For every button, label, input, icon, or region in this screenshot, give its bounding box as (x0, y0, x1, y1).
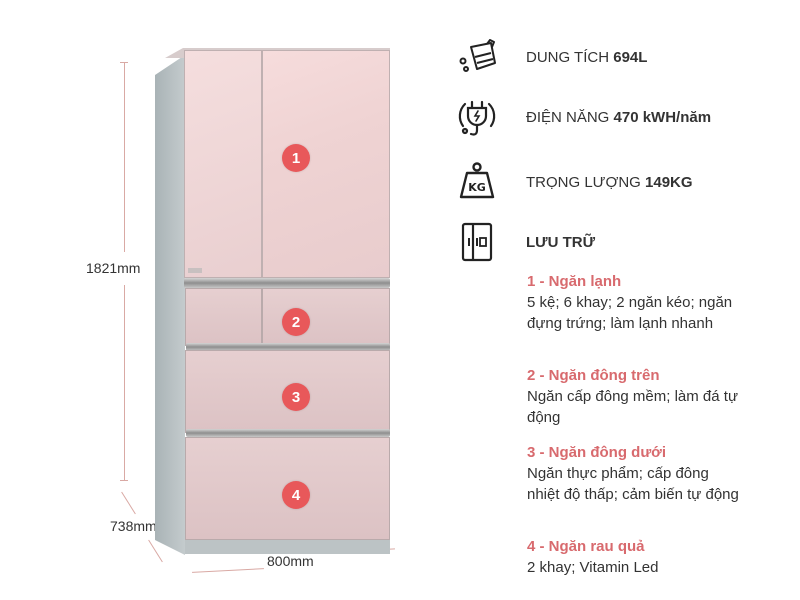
fridge-door-handle (184, 278, 390, 288)
spec-weight-text: TRỌNG LƯỢNG 149KG (526, 173, 693, 191)
fridge-storage-icon (455, 220, 499, 264)
storage-section-2-body: Ngăn cấp đông mềm; làm đá tự động (527, 388, 738, 426)
height-dimension-label: 1821mm (86, 260, 141, 276)
spec-capacity-text: DUNG TÍCH 694L (526, 48, 648, 66)
weight-kg-icon: KG (455, 160, 499, 204)
height-dimension-cap-bottom (120, 480, 128, 481)
depth-dimension-line-bottom (148, 539, 163, 563)
storage-section-3: 3 - Ngăn đông dưới Ngăn thực phẩm; cấp đ… (527, 444, 787, 505)
fridge-right-door (262, 50, 390, 278)
height-dimension-line-top (124, 62, 125, 252)
storage-section-3-title: 3 - Ngăn đông dưới (527, 444, 667, 461)
vegetable-drawer-handle (186, 429, 390, 437)
storage-section-1: 1 - Ngăn lạnh 5 kệ; 6 khay; 2 ngăn kéo; … (527, 273, 787, 334)
compartment-badge-1: 1 (282, 144, 310, 172)
storage-section-1-title: 1 - Ngăn lạnh (527, 273, 622, 290)
storage-section-2: 2 - Ngăn đông trên Ngăn cấp đông mềm; là… (527, 367, 787, 428)
spec-capacity: DUNG TÍCH 694L (455, 35, 647, 79)
width-dimension-line-left (192, 568, 264, 573)
svg-text:KG: KG (468, 181, 486, 194)
spec-weight: KG TRỌNG LƯỢNG 149KG (455, 160, 693, 204)
storage-section-1-body: 5 kệ; 6 khay; 2 ngăn kéo; ngăn đựng trứn… (527, 294, 733, 332)
storage-section-4-title: 4 - Ngăn rau quả (527, 538, 645, 555)
fridge-side-panel (155, 55, 185, 555)
spec-storage-title: LƯU TRỮ (526, 233, 596, 251)
storage-section-2-title: 2 - Ngăn đông trên (527, 367, 660, 384)
spec-storage: LƯU TRỮ (455, 220, 595, 264)
spec-energy-text: ĐIỆN NĂNG 470 kWH/năm (526, 108, 712, 126)
measuring-jug-icon (455, 35, 499, 79)
storage-section-4-body: 2 khay; Vitamin Led (527, 559, 659, 576)
compartment-badge-2: 2 (282, 308, 310, 336)
brand-logo-icon (188, 268, 202, 273)
upper-freezer-drawer-left (185, 288, 262, 346)
power-plug-icon (455, 95, 499, 139)
lower-freezer-handle (186, 343, 390, 351)
fridge-base (185, 540, 390, 554)
height-dimension-cap-top (120, 62, 128, 63)
storage-section-3-body: Ngăn thực phẩm; cấp đông nhiệt độ thấp; … (527, 465, 739, 503)
fridge-left-door (184, 50, 262, 278)
depth-dimension-label: 738mm (110, 518, 157, 534)
upper-freezer-drawer-right (262, 288, 390, 346)
compartment-badge-3: 3 (282, 383, 310, 411)
depth-dimension-line-top (121, 491, 136, 515)
height-dimension-line-bottom (124, 285, 125, 480)
storage-section-4: 4 - Ngăn rau quả 2 khay; Vitamin Led (527, 538, 787, 578)
width-dimension-label: 800mm (267, 553, 314, 569)
compartment-badge-4: 4 (282, 481, 310, 509)
vegetable-drawer (185, 437, 390, 540)
spec-energy: ĐIỆN NĂNG 470 kWH/năm (455, 95, 711, 139)
